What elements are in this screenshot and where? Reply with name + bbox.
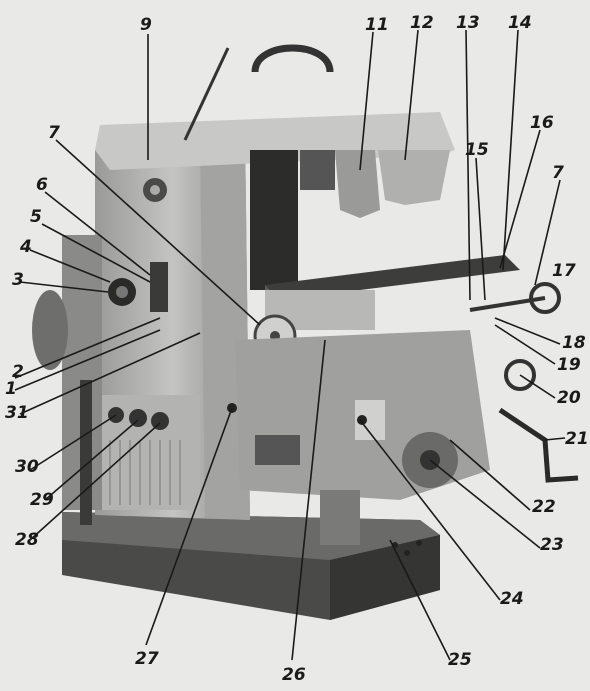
callout-29: 29 bbox=[30, 490, 54, 510]
machine-base bbox=[62, 512, 440, 620]
callout-6: 6 bbox=[36, 175, 48, 195]
callout-16: 16 bbox=[530, 113, 554, 133]
callout-4: 4 bbox=[19, 237, 32, 257]
callout-25: 25 bbox=[448, 650, 472, 670]
knee bbox=[227, 330, 579, 545]
callout-7-left: 7 bbox=[48, 123, 60, 143]
callout-7-right: 7 bbox=[552, 163, 564, 183]
leader-lines bbox=[14, 29, 566, 661]
callout-26: 26 bbox=[282, 665, 306, 685]
callout-14: 14 bbox=[508, 13, 532, 33]
callout-9: 9 bbox=[140, 15, 152, 35]
callout-23: 23 bbox=[540, 535, 564, 555]
machine-column bbox=[32, 130, 250, 525]
callout-20: 20 bbox=[557, 388, 581, 408]
callout-2: 2 bbox=[12, 362, 24, 382]
callout-21: 21 bbox=[565, 429, 589, 449]
overarm bbox=[95, 44, 455, 290]
callout-24: 24 bbox=[500, 589, 524, 609]
callout-labels: 9 11 12 13 14 15 16 7 7 6 5 4 3 17 18 19… bbox=[5, 13, 589, 685]
work-table bbox=[253, 255, 561, 358]
callout-19: 19 bbox=[557, 355, 581, 375]
callout-13: 13 bbox=[456, 13, 480, 33]
callout-1: 1 bbox=[5, 379, 17, 399]
callout-3: 3 bbox=[12, 270, 24, 290]
callout-28: 28 bbox=[15, 530, 39, 550]
callout-12: 12 bbox=[410, 13, 434, 33]
callout-31: 31 bbox=[5, 403, 29, 423]
callout-18: 18 bbox=[562, 333, 586, 353]
callout-27: 27 bbox=[135, 649, 159, 669]
callout-5: 5 bbox=[30, 207, 42, 227]
callout-22: 22 bbox=[532, 497, 556, 517]
callout-17: 17 bbox=[552, 261, 576, 281]
callout-30: 30 bbox=[15, 457, 39, 477]
callout-11: 11 bbox=[365, 15, 389, 35]
callout-15: 15 bbox=[465, 140, 489, 160]
